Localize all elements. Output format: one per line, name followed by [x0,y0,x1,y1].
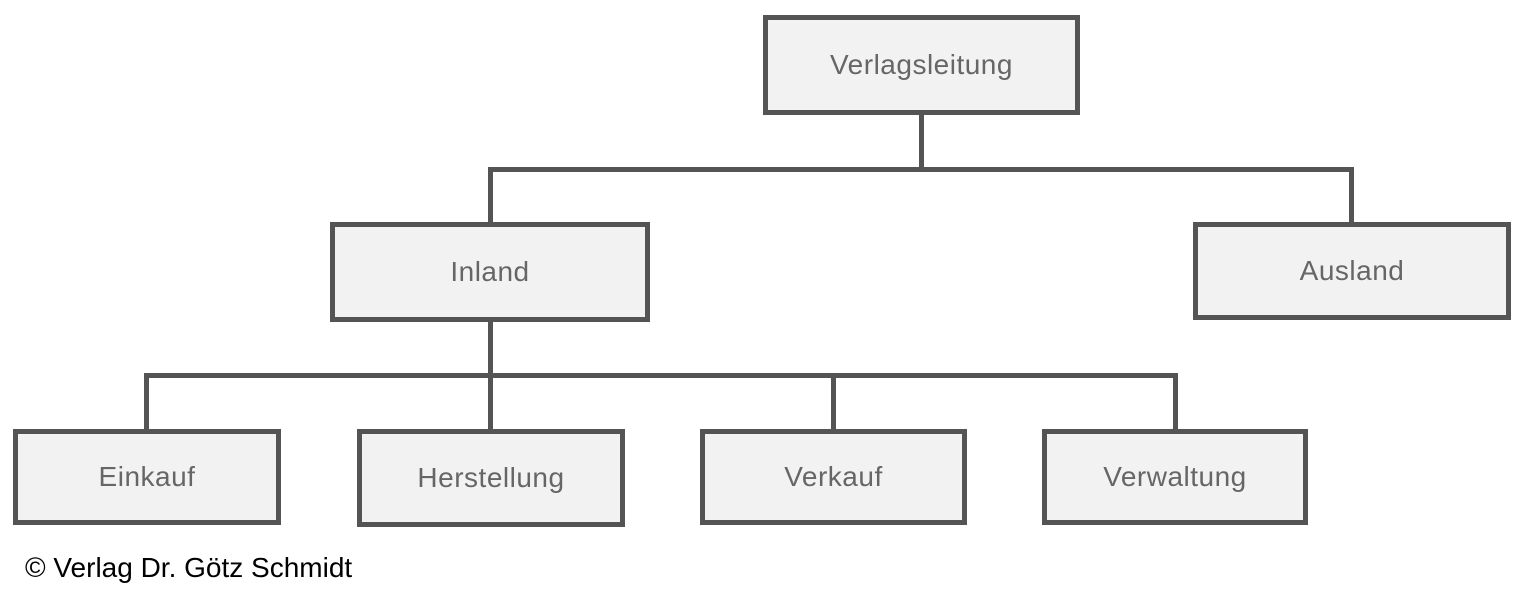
org-node-verkauf: Verkauf [700,429,967,525]
org-node-einkauf-label: Einkauf [98,461,196,492]
org-node-inland-label: Inland [450,256,530,287]
connector-verwaltung-drop [1173,373,1178,429]
org-node-verlagsleitung: Verlagsleitung [763,15,1080,115]
connector-einkauf-drop [144,373,149,429]
org-node-herstellung: Herstellung [357,429,625,527]
connector-level2-hbar [488,167,1354,172]
org-node-inland: Inland [330,222,650,322]
copyright-text: © Verlag Dr. Götz Schmidt [25,552,353,583]
org-node-verkauf-label: Verkauf [784,461,883,492]
connector-ausland-drop [1349,167,1354,222]
org-node-ausland-label: Ausland [1299,255,1405,286]
org-node-verwaltung-label: Verwaltung [1103,461,1247,492]
org-node-verwaltung: Verwaltung [1042,429,1308,525]
connector-root-down [919,115,924,172]
connector-verkauf-drop [831,373,836,429]
connector-inland-drop [488,167,493,222]
org-node-ausland: Ausland [1193,222,1511,320]
connector-level3-hbar [144,373,1178,378]
org-node-einkauf: Einkauf [13,429,281,525]
org-node-herstellung-label: Herstellung [417,462,565,493]
org-node-verlagsleitung-label: Verlagsleitung [830,49,1013,80]
